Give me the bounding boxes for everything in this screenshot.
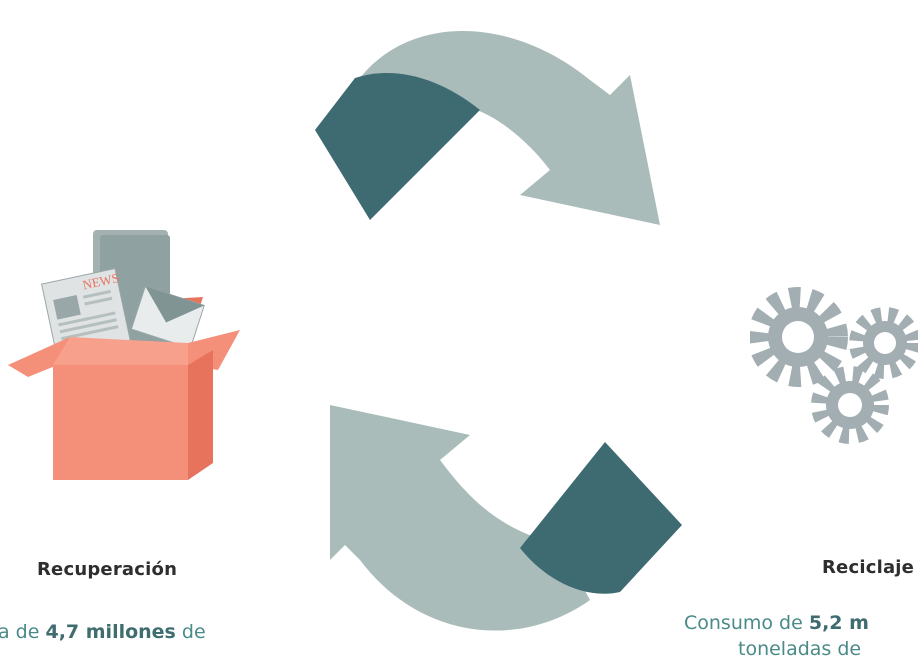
box-front (53, 365, 188, 480)
gear-small-right (849, 307, 918, 379)
box-left-flap (8, 337, 70, 377)
stage-desc-text-post: de (175, 621, 206, 643)
box-top-edge (53, 337, 188, 365)
stage-title-recuperacion: Recuperación (37, 559, 178, 580)
box-side (188, 350, 213, 480)
newspaper-label: NEWS (81, 270, 120, 292)
envelope-icon (130, 285, 205, 349)
stage-desc-reciclaje: Consumo de 5,2 m (684, 612, 869, 634)
stage-desc-reciclaje-line2: toneladas de (738, 638, 862, 660)
stage-title-reciclaje: Reciclaje (822, 557, 915, 578)
gear-large (750, 287, 848, 387)
stage-desc-recuperacion: a de 4,7 millones de (0, 621, 206, 643)
bottom-arrow (330, 405, 682, 631)
top-arrow-tail (315, 73, 480, 220)
stage-desc-bold: 5,2 m (808, 612, 869, 634)
stage-desc-text: a de (0, 621, 46, 643)
top-arrow (315, 30, 660, 225)
gears-icon (750, 287, 918, 444)
top-arrow-body (360, 30, 660, 225)
recycling-box-icon: NEWS (8, 230, 240, 480)
bottom-arrow-tail (520, 442, 682, 594)
stage-desc-bold: 4,7 millones (45, 621, 176, 643)
gear-bottom (811, 366, 889, 444)
bottom-arrow-body (330, 405, 590, 631)
newspaper-icon: NEWS (41, 267, 133, 363)
stage-desc-text: Consumo de (684, 612, 809, 634)
